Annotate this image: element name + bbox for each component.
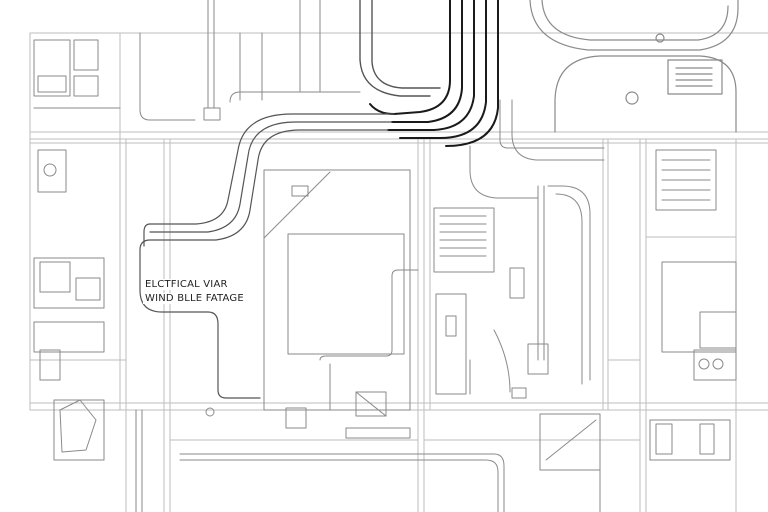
top-right-enclosures [529, 0, 739, 133]
mid-right-cabinet [433, 99, 605, 399]
grid-lines [29, 32, 768, 512]
central-enclosure [205, 169, 419, 439]
bottom-conduits [135, 409, 601, 512]
annotation-line-2: WIND BLLE FATAGE [143, 293, 246, 304]
annotation-line-1: ELCTFICAL VIAR [143, 279, 230, 290]
right-panels [539, 149, 737, 471]
secondary-cables [359, 0, 441, 97]
sweeping-cables [139, 113, 395, 399]
top-left-panels [33, 39, 121, 461]
main-cable-bundle [369, 0, 499, 147]
upper-conduits [139, 0, 361, 121]
